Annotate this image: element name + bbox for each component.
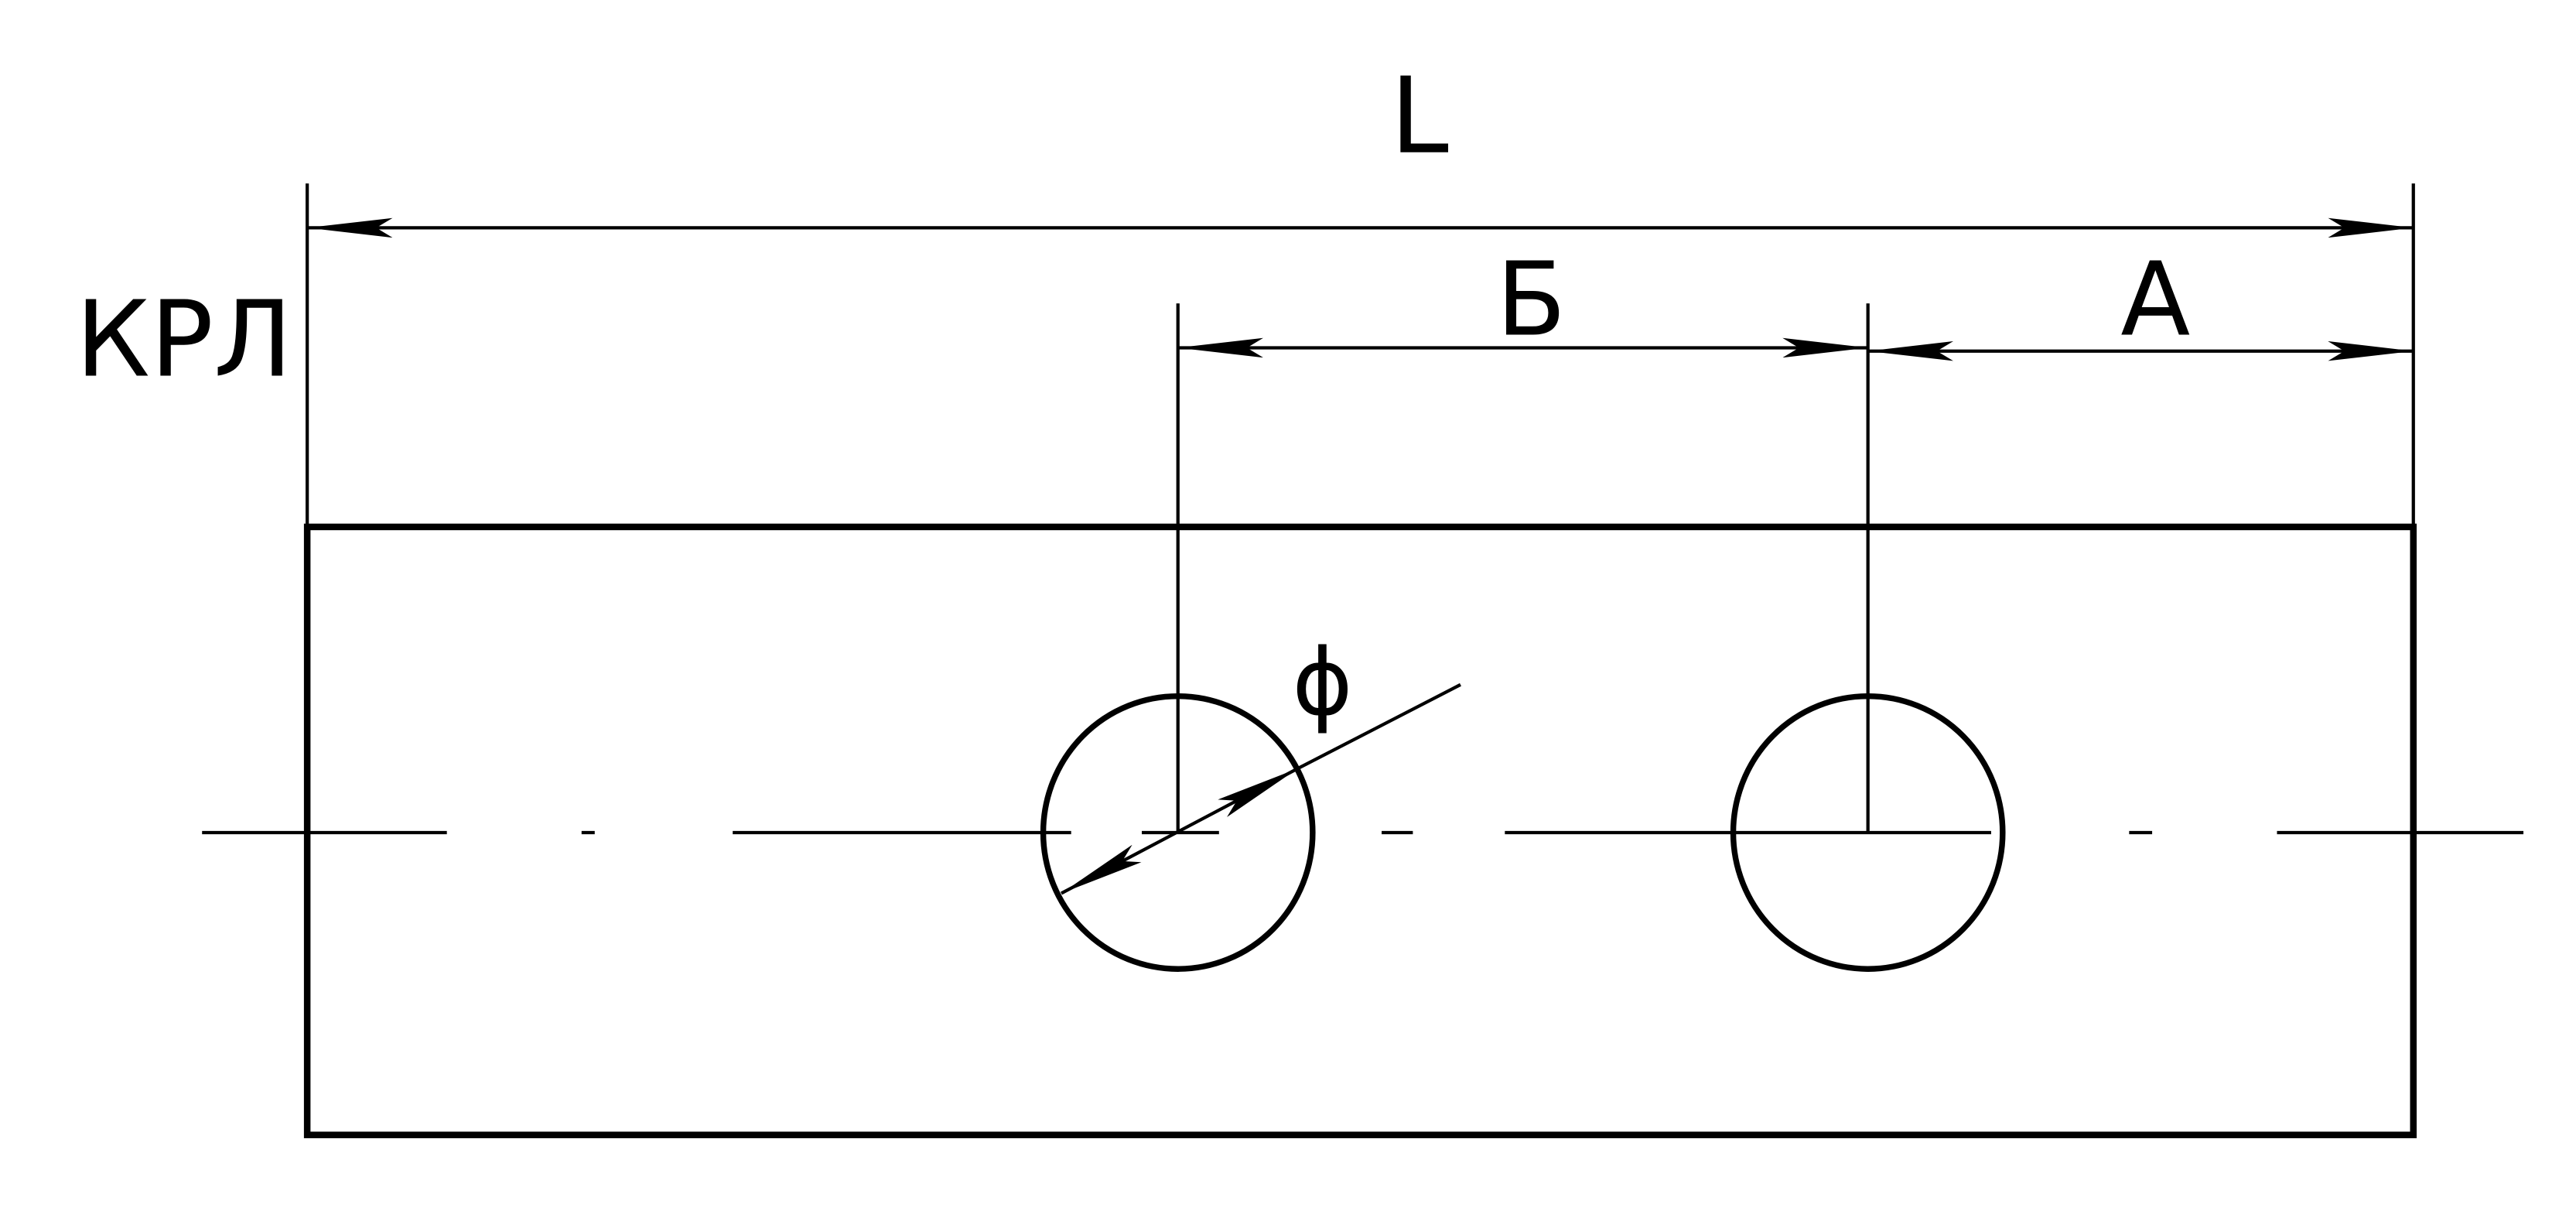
plate-outline xyxy=(303,523,2417,1138)
dimension-lines xyxy=(307,217,2414,895)
plate-body xyxy=(303,523,2417,1138)
dimension-line-diameter xyxy=(1060,767,1299,895)
diameter-leader xyxy=(1297,682,1461,771)
extension-lines xyxy=(306,183,2415,833)
label-diameter: ϕ xyxy=(1292,630,1352,737)
label-l: L xyxy=(1390,56,1449,178)
dimension-labels: L Б А КРЛ ϕ xyxy=(76,56,2191,737)
label-side: КРЛ xyxy=(76,279,293,402)
label-a: А xyxy=(2120,241,2190,359)
label-b: Б xyxy=(1496,241,1566,359)
